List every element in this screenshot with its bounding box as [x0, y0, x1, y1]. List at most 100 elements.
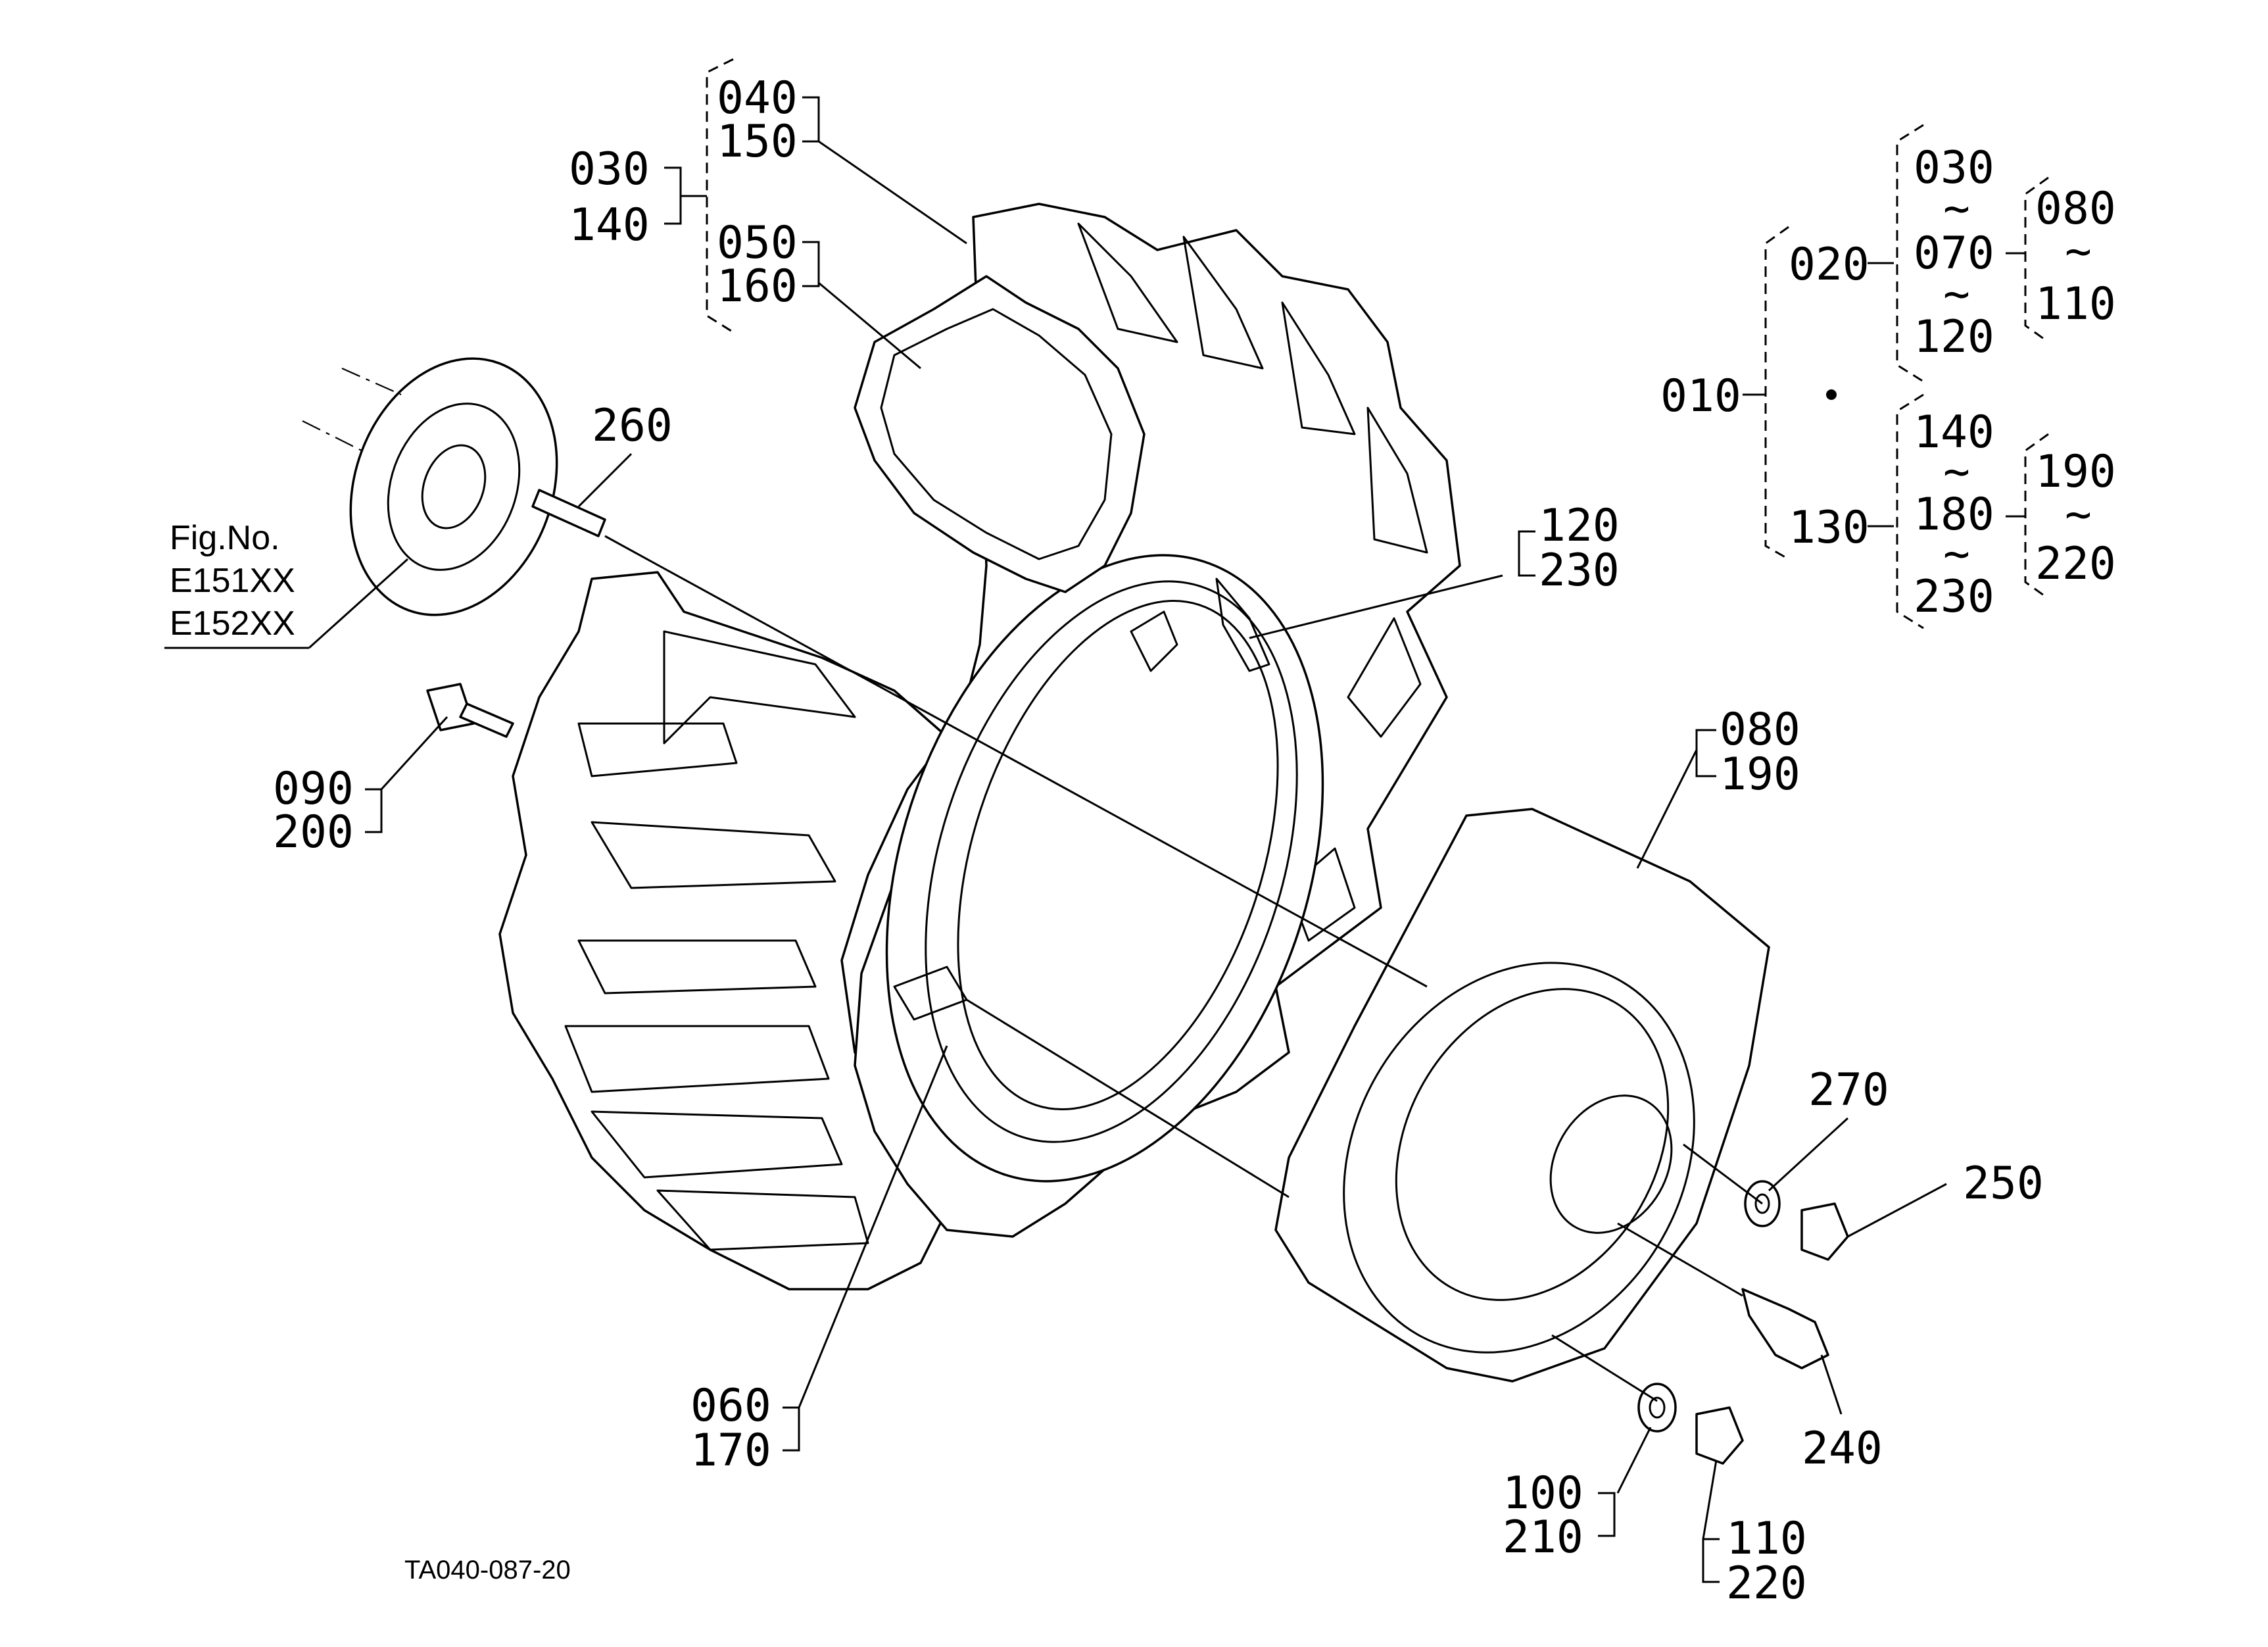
leader-disc-hole-1	[1683, 1143, 1763, 1205]
washer-100-body	[1637, 1383, 1677, 1433]
rim-bracket-upper	[1130, 610, 1178, 672]
tree-b-range-2: ~	[1943, 446, 1970, 498]
bracket-120-230	[1518, 530, 1535, 577]
rim-bead	[957, 600, 1279, 1110]
label-030: 030	[569, 143, 650, 195]
leader-fig-flange	[308, 558, 409, 649]
tree-a-range-1: 030	[1914, 142, 1994, 194]
nut-250-body	[1800, 1202, 1849, 1261]
washer-270-hole	[1754, 1193, 1770, 1214]
tire-front-lug-2	[591, 821, 836, 889]
rim-inner	[925, 580, 1298, 1143]
bolt-090	[426, 683, 514, 738]
leader-080-190	[1636, 749, 1698, 869]
bolt-240-body	[1741, 1288, 1829, 1369]
tire-front-lug-3	[577, 939, 817, 995]
tire-rear-lug-2	[1182, 235, 1264, 370]
leader-110-220	[1702, 1460, 1718, 1540]
tree-b-range-1: 140	[1914, 406, 1994, 458]
tire-front-lug-6	[656, 1189, 869, 1251]
tire-front-lug-7	[577, 722, 738, 777]
leader-240	[1820, 1354, 1843, 1415]
tree-b-range-4: ~	[1943, 528, 1970, 580]
label-240: 240	[1802, 1423, 1883, 1475]
fig-ref-line-1: E151XX	[170, 562, 295, 600]
fig-ref-line-2: E152XX	[170, 604, 295, 643]
bracket-100-210	[1598, 1492, 1616, 1537]
stud-260	[531, 489, 606, 537]
tire-front-lug-1	[663, 630, 856, 745]
tire-rear-lug-1	[1077, 222, 1178, 343]
label-160: 160	[717, 260, 798, 312]
tree-a-sub-3: 110	[2035, 278, 2116, 330]
hub-axis-line-2	[302, 420, 369, 455]
tree-a-range-5: 120	[1914, 311, 1994, 363]
label-120: 120	[1539, 500, 1620, 552]
label-170: 170	[690, 1425, 771, 1477]
callout-labels: 040 150 030 140 050 160 260 120 230 090 …	[273, 72, 2044, 1610]
tree-a-range-2: ~	[1943, 183, 1970, 235]
hub-flange	[302, 357, 558, 616]
bracket-050-160	[802, 241, 820, 287]
bracket-030-140	[664, 166, 682, 225]
label-200: 200	[273, 806, 354, 858]
bolt-240	[1741, 1288, 1829, 1369]
label-230: 230	[1539, 545, 1620, 597]
leader-250	[1847, 1183, 1947, 1238]
label-140: 140	[569, 199, 650, 251]
nut-110	[1695, 1406, 1744, 1465]
label-260: 260	[592, 400, 673, 452]
tire-rear-lug-5	[1347, 617, 1422, 738]
label-270: 270	[1808, 1064, 1889, 1116]
tree-a-sub-1: 080	[2035, 183, 2116, 235]
leader-060-bracket	[966, 998, 1290, 1198]
rim-valve	[1215, 578, 1270, 672]
label-050: 050	[717, 217, 798, 269]
tree-bracket-b-sub	[2024, 433, 2049, 600]
nut-250	[1800, 1202, 1849, 1261]
leader-040-150	[818, 140, 967, 245]
leader-disc-hole-3	[1551, 1334, 1658, 1402]
label-060: 060	[690, 1380, 771, 1432]
hub-flange-inner	[387, 403, 521, 571]
tree-a-range-4: ~	[1943, 268, 1970, 320]
hub-flange-bore	[421, 444, 487, 529]
brackets	[365, 58, 2049, 1583]
rim-outer	[885, 554, 1324, 1183]
label-040: 040	[717, 72, 798, 124]
washer-100	[1637, 1383, 1677, 1433]
hierarchy-tree: 010 020 130 030 ~ 070 ~ 120 080 ~ 110 14…	[1660, 142, 2116, 623]
tree-a-range-3: 070	[1914, 228, 1994, 280]
inner-tube-inner	[880, 308, 1113, 560]
tree-root: 010	[1660, 370, 1741, 422]
hub-axis-line-1	[341, 367, 402, 396]
inner-tube-outline	[854, 275, 1146, 593]
tree-bracket-a	[1896, 124, 1924, 383]
bracket-040-150	[802, 96, 820, 143]
figure-reference: Fig.No. E151XX E152XX	[164, 519, 309, 649]
wheel-disc-plate	[1274, 808, 1770, 1383]
leader-disc-hole-2	[1617, 1222, 1743, 1297]
tree-b-range-5: 230	[1914, 571, 1994, 623]
wheel-disc-boss	[1395, 988, 1670, 1301]
label-210: 210	[1503, 1512, 1583, 1563]
wheel-disc-center	[1343, 962, 1695, 1354]
bolt-090-shank	[459, 702, 514, 738]
label-090: 090	[273, 763, 354, 815]
tire-front-lug-5	[591, 1110, 843, 1179]
wheel-disc	[1274, 808, 1770, 1383]
leader-270	[1768, 1117, 1849, 1192]
fig-ref-title: Fig.No.	[170, 519, 280, 557]
tire-front-lug-4	[564, 1025, 830, 1093]
washer-100-hole	[1649, 1396, 1666, 1419]
inner-tube	[854, 275, 1146, 593]
tree-bracket-a-sub	[2024, 176, 2049, 343]
leader-100-210	[1616, 1427, 1652, 1494]
leader-090-200	[380, 716, 448, 791]
label-100: 100	[1503, 1467, 1583, 1519]
tree-branch-a: 020	[1789, 239, 1870, 291]
bracket-080-190	[1695, 729, 1716, 777]
bracket-060-170	[783, 1406, 800, 1452]
label-080: 080	[1720, 704, 1800, 756]
